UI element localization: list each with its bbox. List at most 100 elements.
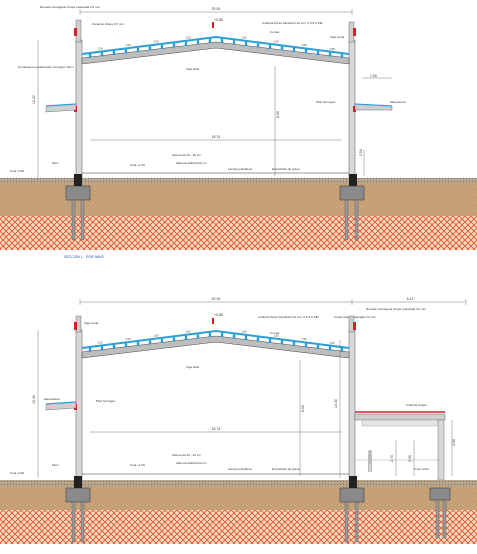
s2-purlin-11 [220,332,224,337]
s1-slope-label-6: 1.50 [301,43,307,47]
s1-dim-center-height: 8.00 [276,111,280,118]
s2-purlin-0 [88,347,92,352]
s1-slope-label-2: 1.50 [153,40,159,44]
s1-cladding: Cerramiento prefabricado hormigón 12cm [18,65,74,69]
s2-roof-panel: Cubierta Panel Sandwich 40 mm. 0,5-0,5-P… [258,315,320,319]
s2-purlin-2 [112,344,116,349]
s2-purlin-12 [232,334,236,339]
s2-purlin-13 [244,335,248,340]
s1-purlin-11 [220,38,224,43]
s1-red-mark-left [74,28,77,36]
s2-purlin: Correa [270,331,280,335]
s1-delta-beam [81,41,350,65]
s1-note-top-left: Remate contraguas chapa prelacada 0,6 mm [40,5,101,9]
s1-dim-left-height: 10.22 [32,95,36,104]
s1-caption: SECCION 1 - POR NAVE [64,255,104,259]
s1-red-mark-right [353,28,356,36]
s1-dim-overall: 20.00 [212,7,221,11]
s2-purlin-21 [340,348,344,353]
s1-wall: Muro [52,161,59,165]
s2-main-beam: Viga metal [84,321,98,325]
s1-roof-panel-line [81,35,350,55]
s1-gravel [0,178,477,184]
s1-footing-left [65,185,91,201]
s2-annex-roof: Cubierta chapa [406,403,427,407]
s2-slope-label-3: 1.50 [185,330,191,334]
s2-slab: Solera HA-25 - 20 cm [172,453,201,457]
s1-purlin-3 [124,49,128,54]
s2-purlin-6 [160,338,164,343]
s1-roof-panel: Cubierta Panel Sandwich 40 mm. 0,5-0,5-P… [262,21,324,25]
s1-purlin-17 [292,47,296,52]
s2-dim-span: 18.74 [212,427,221,431]
s2-slope-label-1: 1.50 [125,337,131,341]
s2-purlin-9 [196,334,200,339]
s1-dim-span: 18.74 [212,135,221,139]
s2-purlin-16 [280,340,284,345]
section-1: 20.00 Remate contraguas chapa prelacada … [0,5,477,259]
s2-dim-annex-height: 4.50 [452,439,456,446]
s2-dim-annex-inner: 2.70 [390,455,394,462]
s2-terrain: Encachado de grava [272,467,300,471]
s1-purlin-9 [196,40,200,45]
s1-purlin-20 [328,52,332,57]
s2-roof-panel-line [81,329,350,349]
s1-terrain: Encachado de grava [272,167,300,171]
s2-dim-annex: 6.12 [407,297,414,301]
s2-purlin-20 [328,346,332,351]
s1-slope-label-3: 1.50 [185,36,191,40]
s1-purlins [88,38,344,59]
s2-dim-overall: 20.00 [212,297,221,301]
s1-floor-level: Cota +1.50 [130,163,145,167]
s1-purlin-2 [112,50,116,55]
s1-footing-right [339,185,365,201]
s1-purlin-15 [268,44,272,49]
s1-purlin-8 [184,41,188,46]
s1-column: Pilar hormigón [316,100,336,104]
s1-purlin-13 [244,41,248,46]
s2-dim-annex-sub: 3.00 [408,455,412,462]
s1-slope-label-7: 1.50 [329,47,335,51]
s2-purlin-18 [304,343,308,348]
s2-purlins [88,332,344,353]
s2-canopy: Marquesina [44,397,60,401]
s2-purlin-4 [136,341,140,346]
s1-gutter-left: Canal de chapa 0,6 mm [92,22,124,26]
s2-dim-left-height: 10.40 [32,395,36,404]
s2-annex-level: Cota +0,00 [414,467,429,471]
s2-floor-level: Cota +1.50 [130,463,145,467]
s2-purlin-14 [256,337,260,342]
s1-dim-footing: 2.50 [359,149,363,156]
s2-purlin-5 [148,340,152,345]
s1-purlin-6 [160,44,164,49]
s1-hatch-layer [0,216,477,250]
s2-beam-label: Viga delta [186,365,200,369]
s1-purlin-19 [316,51,320,56]
s1-purlin-1 [100,52,104,57]
s2-gutter-right: Canal chapa prelacada 0,6 mm [334,315,376,319]
s2-note-top-right: Remate contraguas chapa prelacada 0,6 mm [366,307,427,311]
s1-beam-label: Viga delta [186,67,200,71]
s1-purlin-0 [88,53,92,58]
s1-subbase: Zahorra artificial 20 cm [176,161,207,165]
s1-purlin-10 [208,38,212,43]
s2-wall: Muro [52,463,59,467]
s1-canopy: Marquesina [390,100,406,104]
s1-ridge: +0.85 [214,18,223,22]
s1-main-beam: Viga metal [330,35,344,39]
s2-purlin-8 [184,335,188,340]
s2-subbase: Zahorra artificial 20 cm [176,461,207,465]
s2-purlin-15 [268,338,272,343]
s2-purlin-1 [100,346,104,351]
s1-slope-label-5: 1.50 [273,40,279,44]
s2-purlin-10 [208,332,212,337]
s1-purlin-21 [340,54,344,59]
s2-person-figure [368,450,372,472]
s1-slope-label-0: 1.50 [97,47,103,51]
s1-purlin-18 [304,49,308,54]
s1-slab: Solera HA-25 - 20 cm [172,153,201,157]
s1-purlin-12 [232,40,236,45]
